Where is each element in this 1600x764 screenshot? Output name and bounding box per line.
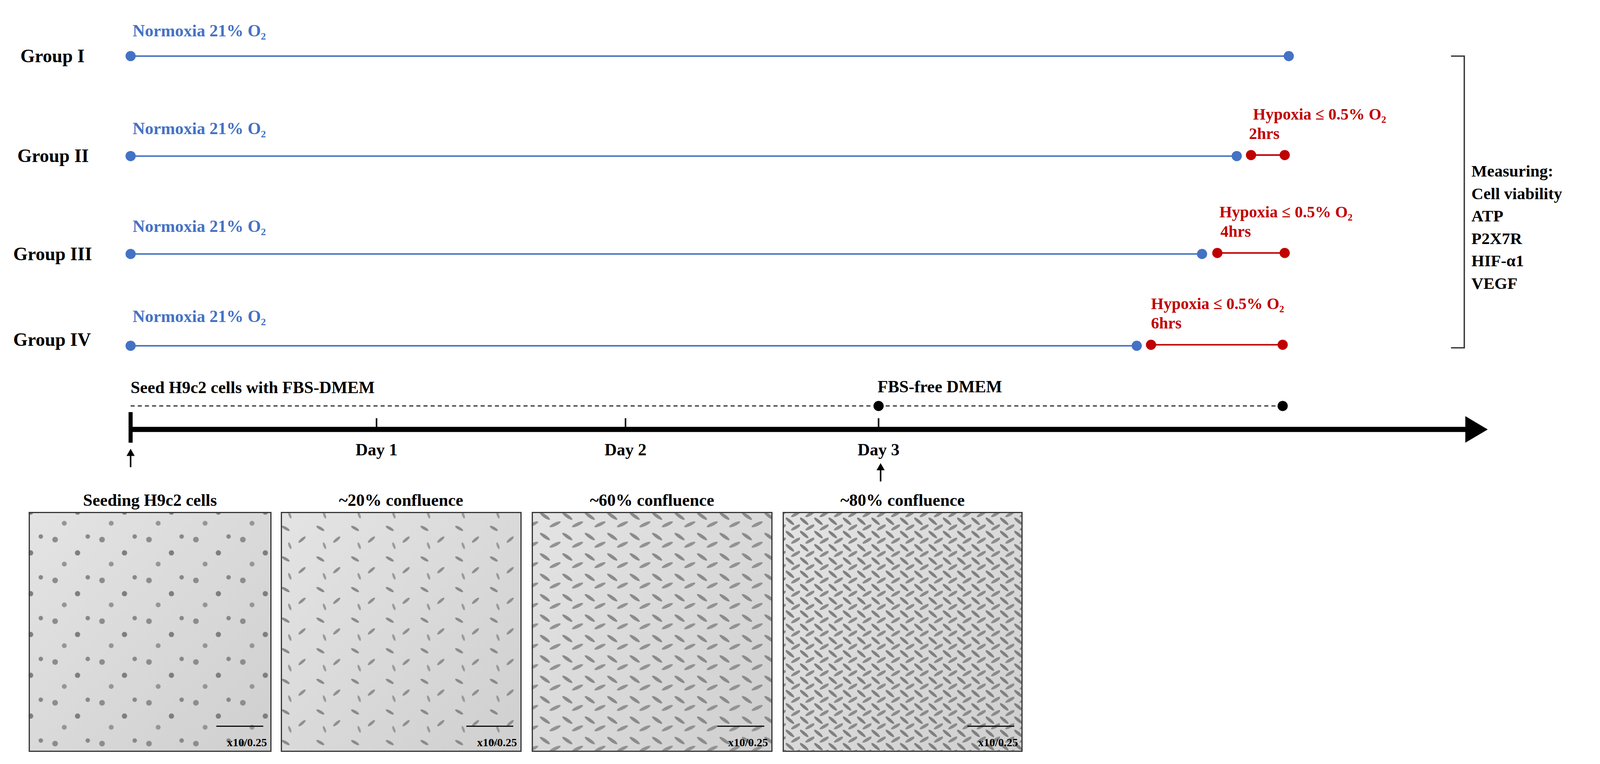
measure-item: P2X7R [1471,229,1523,248]
pointer-shaft [880,469,882,482]
group-iii-timeline [125,248,1291,260]
medium-dot [1277,400,1288,411]
scale-bar [717,725,765,727]
pointer-head [876,463,885,471]
scale-bar [967,725,1015,727]
hypoxia-line [1217,252,1285,254]
day-tick [375,418,378,430]
hypoxia-line [1151,343,1283,346]
measure-bracket [1450,56,1465,348]
condition-label: Hypoxia ≤ 0.5% O₂ [1252,105,1387,123]
axis-start-tick [128,412,133,443]
timeline-dot [1145,339,1156,350]
measure-item: HIF-α1 [1471,252,1525,270]
timeline-dot [1212,248,1223,259]
day-label: Day 2 [604,440,647,459]
normoxia-line [130,345,1137,347]
medium-dot [873,400,884,411]
group-label: Group II [17,146,89,166]
micrograph [28,511,272,752]
timeline-dot [1277,339,1288,350]
magnification-label: x10/0.25 [728,736,769,749]
panel-heading: Seeding H9c2 cells [83,491,217,510]
condition-label: Normoxia 21% O₂ [132,307,266,326]
condition-label: Hypoxia ≤ 0.5% O₂ [1219,203,1353,221]
group-label: Group I [20,46,85,66]
measure-item: VEGF [1471,274,1518,293]
timeline-dot [1231,151,1242,162]
micrograph-panel: ~20% confluencex10/0.25 [280,511,522,752]
pointer-arrow [126,448,135,468]
timeline-dot [125,151,136,162]
condition-label: Normoxia 21% O₂ [132,21,266,40]
micrograph-ground [531,511,773,752]
condition-label: Hypoxia ≤ 0.5% O₂ [1151,295,1285,313]
panel-heading: ~60% confluence [589,491,715,510]
duration-label: 4hrs [1220,223,1252,240]
axis-arrowhead [1465,416,1489,443]
pointer-head [126,448,135,457]
micrograph [280,511,522,752]
magnification-label: x10/0.25 [227,736,268,749]
micrograph-ground [28,511,272,752]
measure-heading: Measuring: [1471,162,1554,181]
micrograph-panel: ~60% confluencex10/0.25 [531,511,773,752]
measure-item: ATP [1471,207,1504,226]
day-tick [877,418,880,430]
timeline-dot [1283,50,1294,62]
pointer-shaft [129,454,132,468]
timeline-dot [125,340,136,351]
group-i-timeline [125,50,1295,62]
group-label: Group III [13,244,93,264]
micrograph-panel: Seeding H9c2 cellsx10/0.25 [28,511,272,752]
micrograph [782,511,1023,752]
day-label: Day 1 [355,440,398,459]
condition-label: Normoxia 21% O₂ [132,119,266,138]
cell-texture [531,511,773,752]
cell-texture [28,511,272,752]
magnification-label: x10/0.25 [978,736,1019,749]
timeline-dot [125,248,136,259]
group-label: Group IV [13,330,91,350]
pointer-arrow [876,463,885,482]
medium-dashed-line [878,405,1283,407]
group-iv-timeline [125,339,1289,352]
cell-texture [280,511,522,752]
normoxia-line [130,253,1203,255]
group-ii-timeline [125,149,1291,162]
measure-item: Cell viability [1471,185,1563,203]
duration-label: 6hrs [1151,314,1182,332]
micrograph-ground [782,511,1023,752]
timeline-dot [1246,149,1257,160]
cell-texture [782,511,1023,752]
medium-dashed-line [130,405,879,407]
timeline-dot [1196,248,1207,259]
day-tick [624,418,627,430]
micrograph-panel: ~80% confluencex10/0.25 [782,511,1023,752]
medium-label: Seed H9c2 cells with FBS-DMEM [130,378,375,397]
timeline-dot [1279,248,1290,259]
medium-label: FBS-free DMEM [877,377,1003,396]
timeline-dot [125,50,136,62]
condition-label: Normoxia 21% O₂ [132,217,266,236]
panel-heading: ~20% confluence [338,491,464,510]
micrograph-ground [280,511,522,752]
scale-bar [216,725,264,727]
scale-bar [466,725,514,727]
normoxia-line [130,155,1237,157]
panel-heading: ~80% confluence [840,491,965,510]
timeline-dot [1279,149,1290,160]
day-label: Day 3 [857,440,900,459]
duration-label: 2hrs [1248,125,1280,143]
normoxia-line [130,55,1289,57]
micrograph [531,511,773,752]
magnification-label: x10/0.25 [477,736,518,749]
timeline-dot [1131,340,1142,351]
time-axis [130,427,1470,433]
